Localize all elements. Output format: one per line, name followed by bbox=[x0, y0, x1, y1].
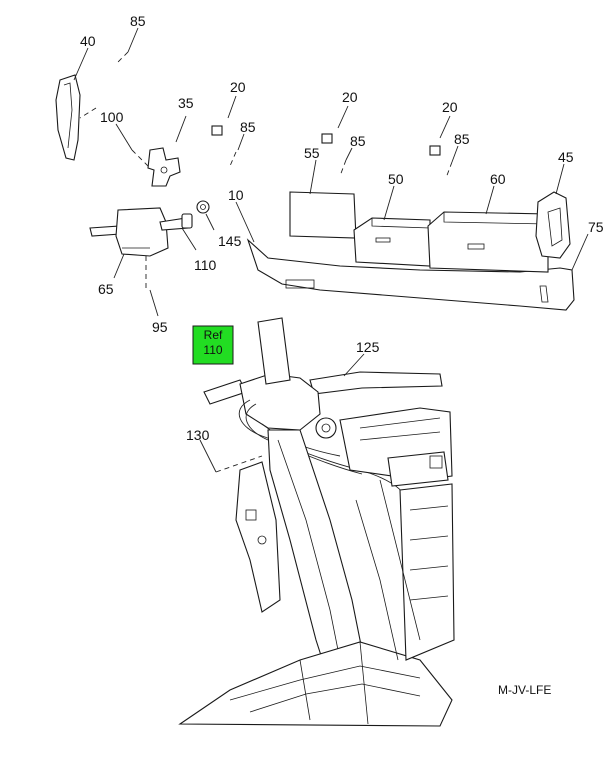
callout-20-a: 20 bbox=[230, 79, 246, 95]
callout-85-b: 85 bbox=[240, 119, 256, 135]
callout-60: 60 bbox=[490, 171, 506, 187]
callout-125: 125 bbox=[356, 339, 380, 355]
callout-110: 110 bbox=[194, 257, 217, 273]
part-10-lower-panel bbox=[246, 238, 575, 311]
callout-numbers: 85 40 100 35 20 85 20 85 20 85 55 50 60 … bbox=[80, 13, 604, 443]
callout-130: 130 bbox=[186, 427, 210, 443]
figure-code: M-JV-LFE bbox=[498, 683, 551, 697]
callout-95: 95 bbox=[152, 319, 168, 335]
part-50-storage-bin bbox=[353, 217, 431, 267]
leader-lines bbox=[73, 27, 589, 473]
callout-75: 75 bbox=[588, 219, 604, 235]
part-60-storage-bin bbox=[427, 211, 549, 273]
ref-box-line2: 110 bbox=[203, 343, 222, 357]
part-40-side-trim bbox=[55, 74, 81, 161]
part-145-fastener bbox=[196, 200, 210, 214]
part-35-bracket bbox=[147, 147, 181, 187]
part-65-switch-housing bbox=[89, 207, 193, 257]
callout-85-d: 85 bbox=[454, 131, 470, 147]
callout-145: 145 bbox=[218, 233, 242, 249]
part-20-clip-a bbox=[211, 125, 223, 136]
callout-10: 10 bbox=[228, 187, 244, 203]
callout-40: 40 bbox=[80, 33, 96, 49]
callout-35: 35 bbox=[178, 95, 194, 111]
callout-65: 65 bbox=[98, 281, 114, 297]
part-55-panel bbox=[289, 191, 357, 239]
callout-45: 45 bbox=[558, 149, 574, 165]
part-20-clip-b bbox=[321, 133, 333, 144]
ref-110-box: Ref 110 bbox=[192, 325, 234, 365]
callout-50: 50 bbox=[388, 171, 404, 187]
callout-55: 55 bbox=[304, 145, 320, 161]
callout-85-c: 85 bbox=[350, 133, 366, 149]
callout-100: 100 bbox=[100, 109, 124, 125]
steering-column-assembly bbox=[178, 317, 455, 727]
callout-20-b: 20 bbox=[342, 89, 358, 105]
ref-box-line1: Ref bbox=[204, 328, 223, 342]
part-20-clip-c bbox=[429, 145, 441, 156]
part-45-end-cap bbox=[535, 191, 571, 259]
callout-20-c: 20 bbox=[442, 99, 458, 115]
callout-85-a: 85 bbox=[130, 13, 146, 29]
